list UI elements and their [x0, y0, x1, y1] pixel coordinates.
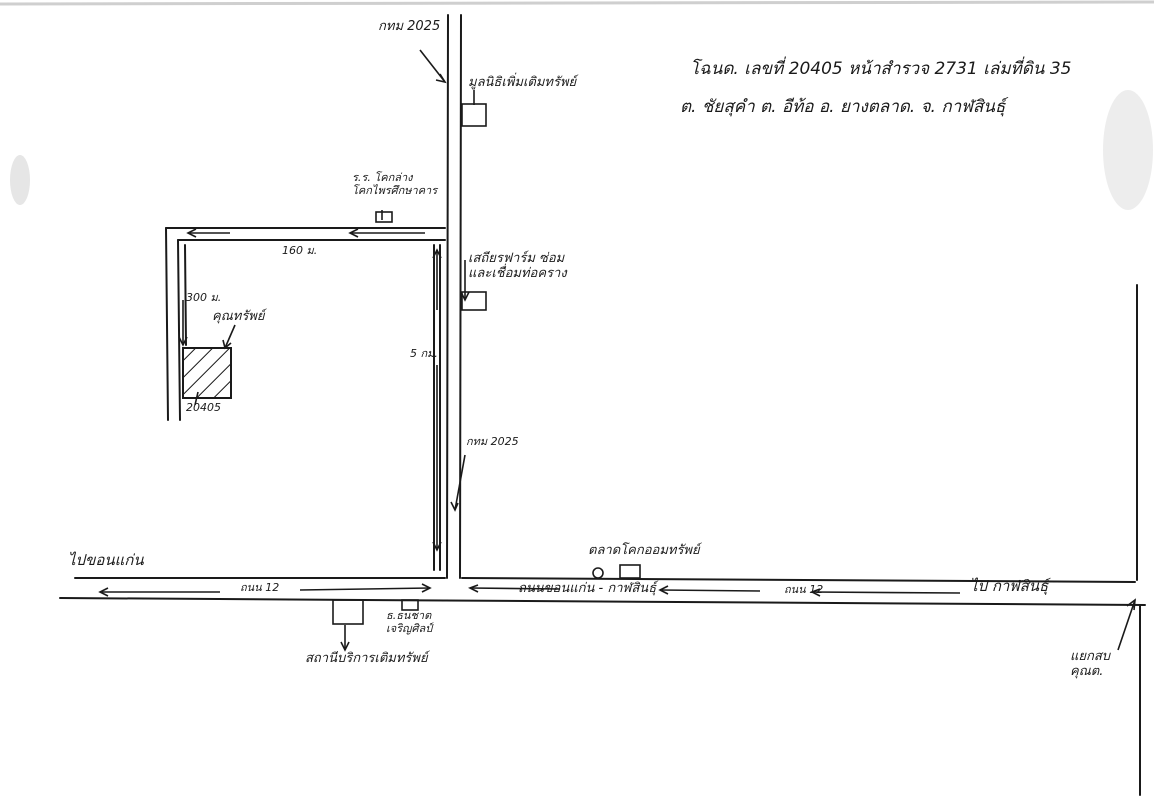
- label-market: ตลาดโคกออมทรัพย์: [588, 543, 700, 558]
- scan-artifacts: [0, 0, 1154, 210]
- east-road: [1136, 284, 1141, 796]
- label-road-2025-top: กทม 2025: [378, 19, 441, 34]
- label-plot-depth: 5 กม.: [410, 347, 438, 360]
- label-shop-mid: เสถียรฟาร์ม ซ่อม และเชื่อมท่อคราง: [468, 251, 567, 281]
- landmark-boxes: [332, 103, 641, 625]
- label-to-kalasin: ไป กาฬสินธุ์: [970, 577, 1049, 595]
- label-plot-side: 300 ม.: [186, 291, 222, 304]
- label-parcel-no: 20405: [186, 401, 221, 414]
- label-plot-width: 160 ม.: [282, 244, 318, 257]
- direction-arrows: [98, 49, 1136, 652]
- label-plot-owner: คุณทรัพย์: [212, 309, 265, 324]
- label-school: ร.ร. โคกล่าง โคกไพรศึกษาคาร: [352, 171, 438, 197]
- label-bank: ธ.ธนชาต เจริญศิลป์: [386, 609, 433, 635]
- access-road: [165, 227, 446, 571]
- deed-header-line2: ต. ชัยสุคำ ต. อีท้อ อ. ยางตลาด. จ. กาฬสิ…: [680, 97, 1006, 117]
- deed-header-line1: โฉนด. เลขที่ 20405 หน้าสำรวจ 2731 เล่มที…: [690, 59, 1072, 79]
- label-gas-station: สถานีบริการเติมทรัพย์: [305, 651, 428, 666]
- east-west-highway: [59, 577, 1146, 606]
- label-road-2025-mid: กทม 2025: [466, 435, 519, 448]
- label-road-12-right: ถนน 12: [784, 583, 824, 596]
- label-landmark-top: มูลนิธิเพิ่มเติมทรัพย์: [468, 75, 577, 90]
- north-south-road: [446, 14, 462, 579]
- label-junction: แยกสบ คุณต.: [1070, 649, 1111, 679]
- parcel-hatched: [182, 347, 232, 399]
- label-road-khonkaen-kalasin: ถนนขอนแก่น - กาฬสินธุ์: [518, 581, 657, 596]
- label-road-12-left: ถนน 12: [240, 581, 280, 594]
- label-to-khonkaen: ไปขอนแก่น: [68, 551, 144, 569]
